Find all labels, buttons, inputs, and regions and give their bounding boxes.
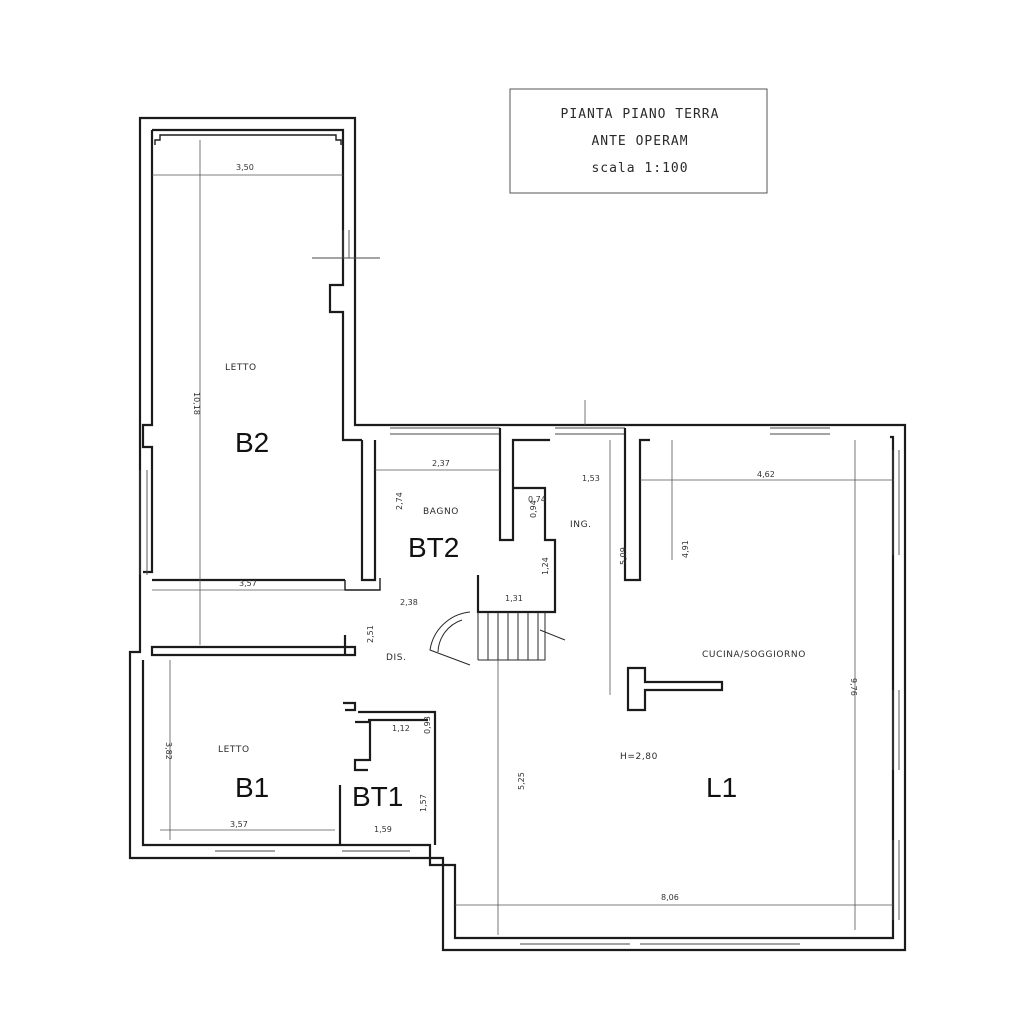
title-line-1: PIANTA PIANO TERRA: [561, 107, 720, 122]
dim-2-38: 2,38: [400, 598, 418, 607]
room-labels: LETTO LETTO BAGNO ING. DIS. CUCINA/SOGGI…: [218, 363, 806, 762]
title-frame: [509, 88, 768, 194]
dim-4-62: 4,62: [757, 470, 775, 479]
dim-2-37: 2,37: [432, 459, 450, 468]
dim-3-50: 3,50: [236, 163, 254, 172]
dim-1-12: 1,12: [392, 724, 410, 733]
dim-0-94: 0,94: [529, 500, 538, 518]
dim-10-18: 10,18: [192, 392, 201, 415]
dim-0-74: 0,74: [528, 495, 546, 504]
dim-3-82: 3,82: [164, 742, 173, 760]
room-letto-bottom: LETTO: [218, 745, 250, 755]
dim-1-31: 1,31: [505, 594, 523, 603]
dim-1-57: 1,57: [419, 794, 428, 812]
room-height: H=2,80: [620, 752, 658, 762]
dim-5-25: 5,25: [517, 772, 526, 790]
dim-2-51: 2,51: [366, 625, 375, 643]
dim-1-24: 1,24: [541, 557, 550, 575]
dim-8-06: 8,06: [661, 893, 679, 902]
room-ingresso: ING.: [570, 520, 592, 530]
exterior-walls: [128, 116, 907, 952]
dim-9-76: 9,76: [849, 678, 858, 696]
code-b2: B2: [235, 427, 269, 458]
title-line-2: ANTE OPERAM: [591, 134, 688, 149]
code-bt2: BT2: [408, 532, 459, 563]
dim-2-74: 2,74: [395, 492, 404, 510]
dim-4-91: 4,91: [681, 540, 690, 558]
title-block: PIANTA PIANO TERRA ANTE OPERAM scala 1:1…: [509, 88, 768, 194]
dimension-labels: 3,50 10,18 3,57 2,37 2,74 0,94 0,74 1,53…: [164, 163, 858, 902]
title-line-3: scala 1:100: [591, 161, 688, 176]
room-letto-top: LETTO: [225, 363, 257, 373]
dim-0-93: 0,93: [423, 716, 432, 734]
room-bagno: BAGNO: [423, 507, 459, 517]
dim-1-59: 1,59: [374, 825, 392, 834]
room-disimpegno: DIS.: [386, 653, 407, 663]
dim-5-09: 5,09: [619, 547, 628, 565]
code-l1: L1: [706, 772, 737, 803]
code-bt1: BT1: [352, 781, 403, 812]
staircase: [429, 611, 566, 666]
dim-1-53: 1,53: [582, 474, 600, 483]
room-codes: B2 BT2 B1 BT1 L1: [235, 427, 737, 812]
dimension-lines: [152, 140, 893, 935]
dim-3-57-bottom: 3,57: [230, 820, 248, 829]
dim-3-57-top: 3,57: [239, 579, 257, 588]
room-cucina: CUCINA/SOGGIORNO: [702, 650, 806, 660]
windows: [139, 230, 900, 945]
code-b1: B1: [235, 772, 269, 803]
